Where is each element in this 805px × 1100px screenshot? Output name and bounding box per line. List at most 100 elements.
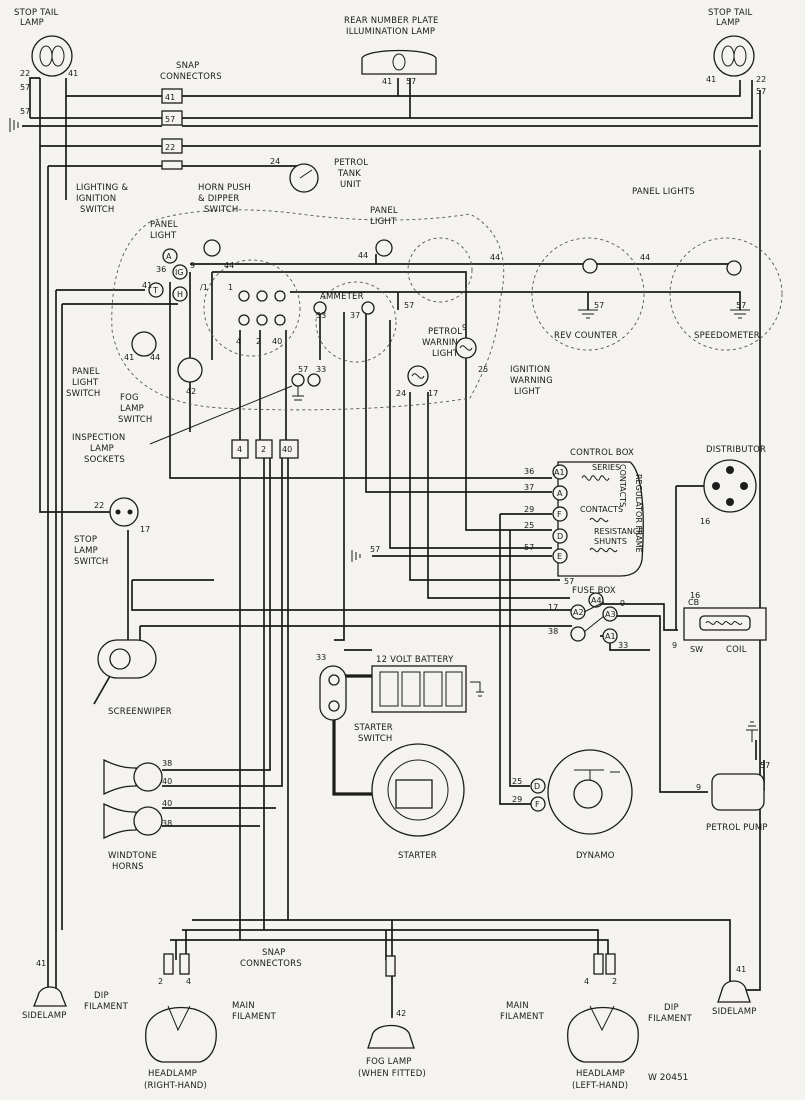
snap-connectors-middle: 4 2 40 bbox=[231, 439, 299, 459]
svg-text:41: 41 bbox=[736, 965, 746, 974]
svg-text:16: 16 bbox=[700, 517, 710, 526]
svg-text:33: 33 bbox=[316, 653, 326, 662]
svg-text:CONNECTORS: CONNECTORS bbox=[160, 72, 222, 82]
rear-number-plate-lamp: REAR NUMBER PLATE ILLUMINATION LAMP bbox=[344, 16, 439, 75]
svg-text:A: A bbox=[557, 489, 563, 498]
svg-text:40: 40 bbox=[272, 337, 282, 346]
svg-text:PANEL: PANEL bbox=[370, 206, 398, 216]
svg-text:9: 9 bbox=[672, 641, 677, 650]
svg-text:IGNITION: IGNITION bbox=[76, 194, 116, 204]
panel-light-switch: PANEL LIGHT SWITCH bbox=[66, 331, 157, 399]
svg-text:57: 57 bbox=[736, 301, 746, 310]
fog-lamp: FOG LAMP (WHEN FITTED) bbox=[358, 1024, 426, 1079]
svg-text:22: 22 bbox=[756, 75, 766, 84]
svg-text:SCREENWIPER: SCREENWIPER bbox=[108, 707, 172, 717]
svg-text:SW: SW bbox=[690, 645, 703, 654]
svg-text:22: 22 bbox=[20, 69, 30, 78]
svg-text:57: 57 bbox=[756, 87, 766, 96]
svg-text:SHUNTS: SHUNTS bbox=[594, 537, 627, 546]
panel-lights-instruments: PANEL LIGHTS bbox=[582, 187, 742, 276]
petrol-tank-unit: PETROL TANK UNIT bbox=[289, 158, 368, 193]
svg-text:STARTER: STARTER bbox=[398, 851, 437, 861]
svg-text:25: 25 bbox=[524, 521, 534, 530]
svg-text:9: 9 bbox=[696, 783, 701, 792]
svg-text:44: 44 bbox=[224, 261, 234, 270]
svg-text:SWITCH: SWITCH bbox=[118, 415, 153, 425]
sidelamp-left: SIDELAMP bbox=[22, 986, 67, 1021]
headlamp-left-hand: MAIN FILAMENT DIP FILAMENT HEADLAMP (LEF… bbox=[500, 1001, 692, 1091]
svg-text:57: 57 bbox=[404, 301, 414, 310]
svg-text:RESISTANCE: RESISTANCE bbox=[594, 527, 644, 536]
svg-text:LAMP: LAMP bbox=[120, 404, 144, 414]
svg-text:UNIT: UNIT bbox=[340, 180, 362, 190]
svg-text:16: 16 bbox=[690, 591, 700, 600]
stop-tail-lamp-left: STOP TAIL LAMP bbox=[14, 8, 73, 77]
wire-number-labels: 22 41 57 41 22 57 41 57 57 24 36 9 44 44… bbox=[20, 69, 770, 1018]
svg-text:SOCKETS: SOCKETS bbox=[84, 455, 125, 465]
svg-text:SWITCH: SWITCH bbox=[74, 557, 109, 567]
svg-text:SIDELAMP: SIDELAMP bbox=[22, 1011, 67, 1021]
svg-text:9: 9 bbox=[620, 599, 625, 608]
svg-text:36: 36 bbox=[156, 265, 166, 274]
svg-text:REAR NUMBER PLATE: REAR NUMBER PLATE bbox=[344, 16, 439, 26]
svg-text:(RIGHT-HAND): (RIGHT-HAND) bbox=[144, 1081, 207, 1091]
svg-text:HORN PUSH: HORN PUSH bbox=[198, 183, 251, 193]
svg-text:LIGHT: LIGHT bbox=[514, 387, 541, 397]
svg-text:/1: /1 bbox=[200, 283, 208, 292]
svg-text:FOG LAMP: FOG LAMP bbox=[366, 1057, 412, 1067]
svg-text:38: 38 bbox=[162, 819, 172, 828]
svg-text:REV COUNTER: REV COUNTER bbox=[554, 331, 618, 341]
svg-text:24: 24 bbox=[270, 157, 280, 166]
svg-text:57: 57 bbox=[20, 83, 30, 92]
svg-text:A2: A2 bbox=[573, 608, 584, 617]
svg-text:33: 33 bbox=[316, 311, 326, 320]
speedometer: SPEEDOMETER bbox=[694, 309, 760, 341]
svg-text:SPEEDOMETER: SPEEDOMETER bbox=[694, 331, 760, 341]
svg-text:LAMP: LAMP bbox=[20, 18, 44, 28]
svg-text:57: 57 bbox=[298, 365, 308, 374]
starter-motor: STARTER bbox=[371, 743, 465, 861]
petrol-warning-light: PETROL WARNING LIGHT bbox=[407, 327, 465, 387]
svg-text:9: 9 bbox=[462, 323, 467, 332]
svg-text:LIGHT: LIGHT bbox=[72, 378, 99, 388]
svg-text:SWITCH: SWITCH bbox=[80, 205, 115, 215]
svg-text:PETROL PUMP: PETROL PUMP bbox=[706, 823, 768, 833]
headlamp-right-hand: DIP FILAMENT MAIN FILAMENT HEADLAMP (RIG… bbox=[84, 991, 277, 1091]
svg-text:LIGHT: LIGHT bbox=[150, 231, 177, 241]
svg-text:FUSE BOX: FUSE BOX bbox=[572, 586, 616, 596]
svg-text:SNAP: SNAP bbox=[262, 948, 286, 958]
svg-text:40: 40 bbox=[282, 445, 292, 454]
ammeter: AMMETER bbox=[313, 292, 375, 315]
svg-text:MAIN: MAIN bbox=[506, 1001, 529, 1011]
svg-text:PANEL: PANEL bbox=[72, 367, 100, 377]
svg-text:REGULATOR FRAME: REGULATOR FRAME bbox=[634, 474, 643, 553]
svg-text:CONTACTS: CONTACTS bbox=[580, 505, 623, 514]
svg-text:LAMP: LAMP bbox=[74, 546, 98, 556]
svg-text:HORNS: HORNS bbox=[112, 862, 144, 872]
svg-text:FILAMENT: FILAMENT bbox=[84, 1002, 129, 1012]
svg-text:WINDTONE: WINDTONE bbox=[108, 851, 157, 861]
dynamo: D F DYNAMO bbox=[530, 749, 633, 861]
svg-text:57: 57 bbox=[564, 577, 574, 586]
battery-12v: 12 VOLT BATTERY bbox=[371, 655, 484, 713]
svg-text:44: 44 bbox=[640, 253, 650, 262]
svg-text:HEADLAMP: HEADLAMP bbox=[148, 1069, 197, 1079]
svg-text:PETROL: PETROL bbox=[334, 158, 368, 168]
instrument-panel-outline bbox=[111, 209, 783, 411]
svg-text:FILAMENT: FILAMENT bbox=[232, 1012, 277, 1022]
svg-text:41: 41 bbox=[124, 353, 134, 362]
distributor: DISTRIBUTOR bbox=[703, 445, 766, 513]
svg-text:42: 42 bbox=[396, 1009, 406, 1018]
drawing-reference: W 20451 bbox=[648, 1073, 688, 1083]
svg-text:4: 4 bbox=[237, 445, 242, 454]
svg-text:SIDELAMP: SIDELAMP bbox=[712, 1007, 757, 1017]
svg-text:SNAP: SNAP bbox=[176, 61, 200, 71]
windtone-horns: WINDTONE HORNS bbox=[103, 758, 163, 872]
svg-text:DISTRIBUTOR: DISTRIBUTOR bbox=[706, 445, 766, 455]
inspection-lamp-sockets: INSPECTION LAMP SOCKETS bbox=[72, 373, 321, 465]
svg-text:33: 33 bbox=[618, 641, 628, 650]
svg-text:CONTACTS: CONTACTS bbox=[618, 464, 627, 507]
svg-text:IG: IG bbox=[175, 268, 184, 277]
svg-text:41: 41 bbox=[68, 69, 78, 78]
svg-text:41: 41 bbox=[706, 75, 716, 84]
